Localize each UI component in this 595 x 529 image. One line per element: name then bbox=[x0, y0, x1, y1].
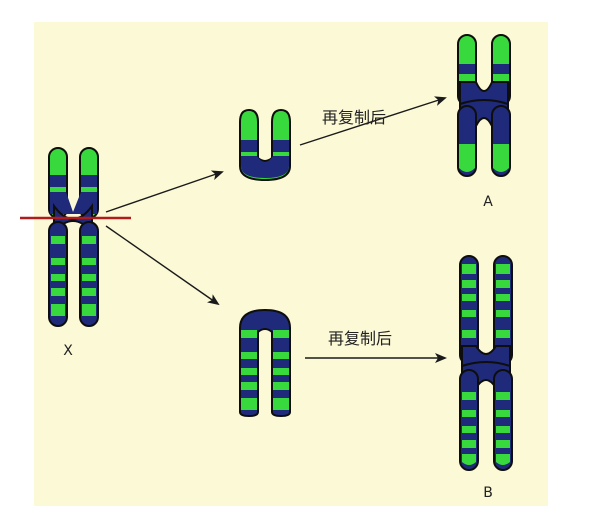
chromosome-b bbox=[459, 255, 513, 471]
chromosome-x bbox=[48, 147, 99, 327]
label-a: A bbox=[483, 194, 493, 210]
arrow-x-to-upper-fragment bbox=[105, 170, 224, 213]
chromosome-a bbox=[457, 34, 511, 177]
arrow-x-to-lower-fragment bbox=[105, 225, 220, 306]
label-arrow-bottom: 再复制后 bbox=[328, 329, 392, 348]
chromosome-x-lower-arms bbox=[48, 221, 99, 327]
label-b: B bbox=[483, 485, 493, 501]
chromosome-x-upper-arms bbox=[48, 147, 99, 219]
label-x: X bbox=[63, 343, 73, 359]
upper-fragment bbox=[239, 108, 291, 182]
arrow-upper-to-a bbox=[299, 96, 447, 146]
lower-fragment bbox=[239, 308, 291, 418]
label-arrow-top: 再复制后 bbox=[322, 108, 386, 127]
